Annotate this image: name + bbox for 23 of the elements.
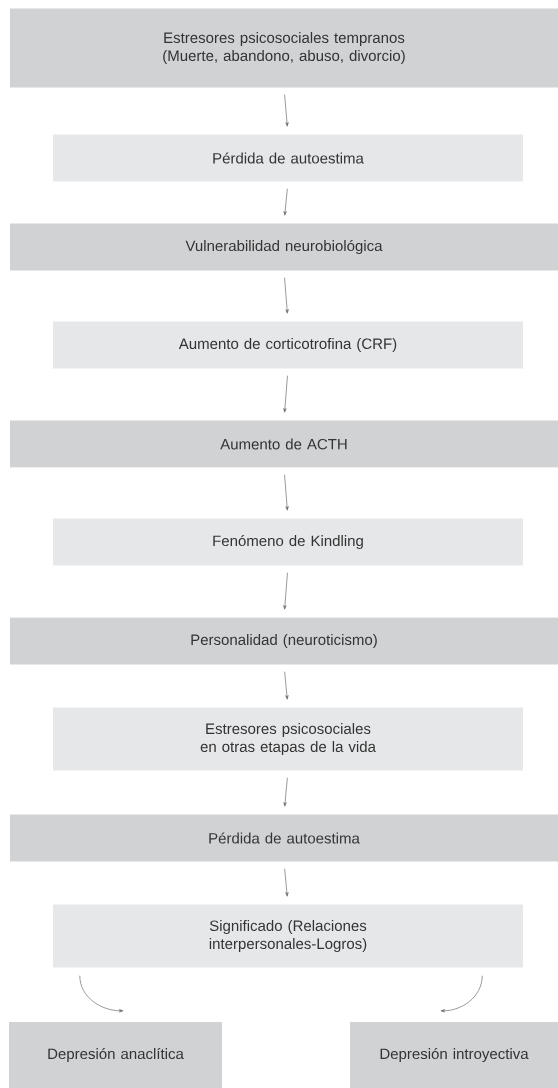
process-box: Aumento de ACTH <box>10 420 558 468</box>
arrow <box>283 572 288 610</box>
process-box: Estresores psicosociales tempranos (Muerte, abandono, abuso, divorcio) <box>10 8 558 88</box>
process-box: Estresores psicosociales en otras etapas de la vida <box>53 707 523 771</box>
arrow <box>79 975 124 1013</box>
process-box: Pérdida de autoestima <box>10 814 558 862</box>
process-box: Depresión anaclítica <box>9 1022 222 1088</box>
process-box: Depresión introyectiva <box>350 1022 558 1088</box>
arrow <box>284 671 289 700</box>
arrow <box>283 188 288 216</box>
process-box: Aumento de corticotrofina (CRF) <box>53 321 523 369</box>
arrow <box>283 375 288 413</box>
process-box: Pérdida de autoestima <box>53 134 523 182</box>
arrow <box>284 474 289 511</box>
arrow <box>284 94 289 127</box>
arrow <box>284 868 289 897</box>
process-box: Significado (Relaciones interpersonales-Logros) <box>53 904 523 968</box>
process-box: Personalidad (neuroticismo) <box>10 617 558 665</box>
arrow <box>284 277 289 314</box>
arrow <box>283 777 288 807</box>
process-box: Fenómeno de Kindling <box>53 518 523 566</box>
process-box: Vulnerabilidad neurobiológica <box>10 223 558 271</box>
arrow <box>440 975 483 1013</box>
